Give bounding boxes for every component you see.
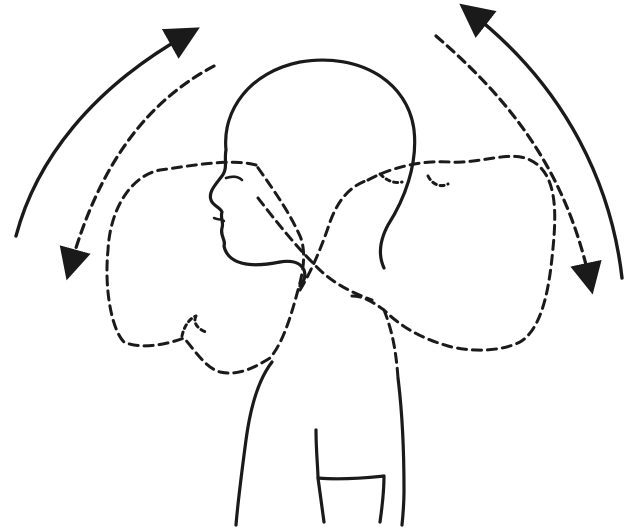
hanging-arm <box>316 430 384 522</box>
arm-cross-1 <box>258 198 372 300</box>
torso-outline <box>236 362 404 525</box>
dashed-arm-paths <box>107 156 555 378</box>
curved-arrow-up-left-icon <box>470 12 622 278</box>
dashed-curved-arrow-down-right-icon <box>436 36 590 282</box>
eye <box>226 177 242 180</box>
right-hand <box>380 174 448 186</box>
left-hand <box>182 316 206 336</box>
left-arm-loop <box>107 162 304 373</box>
curved-arrow-up-right-icon <box>16 34 188 236</box>
torso-left-edge <box>236 362 272 525</box>
right-arm-loop <box>352 156 555 350</box>
face-profile <box>210 150 280 265</box>
torso-right-edge <box>398 378 404 525</box>
dashed-curved-arrow-down-left-icon <box>70 66 214 268</box>
hanging-arm-lower <box>318 478 324 522</box>
arm-cross-2 <box>300 180 368 290</box>
